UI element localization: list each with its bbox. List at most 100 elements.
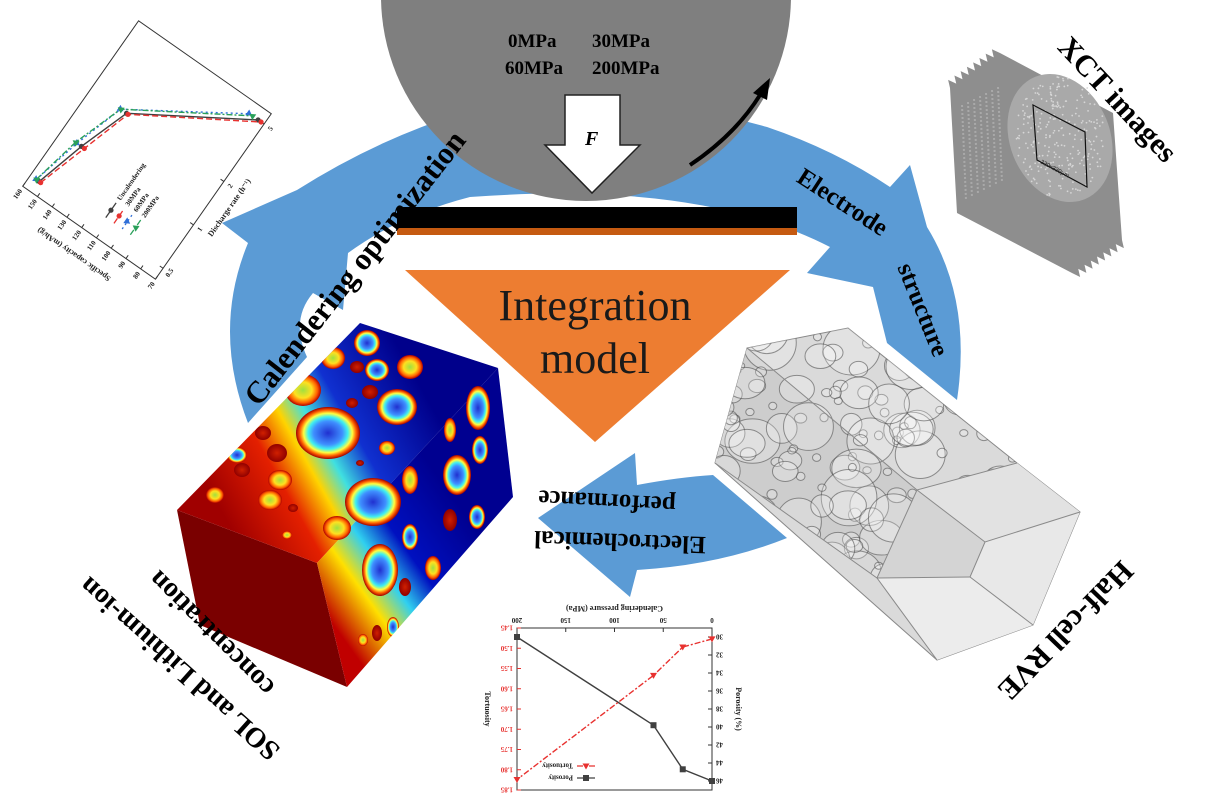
data-point	[81, 145, 87, 152]
particle	[469, 505, 485, 529]
particle	[821, 388, 833, 398]
y-tick-label: 36	[716, 687, 724, 695]
particle	[288, 504, 298, 512]
series-line-porosity	[516, 636, 713, 782]
series-line-30mpa	[40, 113, 262, 184]
particle	[847, 462, 857, 472]
pressure-label: 60MPa	[505, 58, 564, 79]
y-right-tick-label: 1.55	[500, 664, 513, 672]
particle	[880, 330, 894, 342]
particle	[868, 383, 910, 425]
y-right-tick-label: 1.45	[500, 624, 513, 632]
particle	[873, 430, 884, 441]
particle	[755, 366, 768, 378]
y-right-tick-label: 1.50	[500, 644, 513, 652]
plot-frame	[22, 20, 272, 280]
particle	[976, 425, 992, 442]
legend-marker	[108, 207, 114, 213]
particle	[848, 360, 869, 378]
series-line-uncalendering	[38, 112, 259, 183]
particle	[768, 401, 778, 411]
particle	[779, 543, 799, 559]
particle	[911, 358, 936, 381]
particle	[943, 384, 974, 416]
particle	[731, 520, 773, 562]
legend-marker	[583, 775, 589, 781]
legend-marker	[116, 213, 122, 219]
y-tick	[140, 265, 144, 270]
y-right-tick-label: 1.65	[500, 705, 513, 713]
x-tick-label: 2	[226, 182, 235, 190]
x-tick-label: 0	[710, 616, 714, 624]
particle	[955, 360, 966, 369]
series-line-200mpa	[35, 108, 253, 180]
particle	[282, 531, 292, 539]
x-tick-label: 150	[560, 616, 571, 624]
y-right-tick-label: 1.75	[500, 745, 513, 753]
legend-label: Tortuosity	[542, 762, 573, 770]
chart-background	[478, 598, 738, 804]
particle	[365, 359, 389, 381]
data-point	[125, 111, 131, 117]
legend-marker	[582, 763, 590, 770]
particle	[817, 483, 827, 492]
legend-label: Porosity	[548, 774, 573, 782]
particle	[965, 368, 980, 381]
particle	[765, 412, 798, 444]
particle	[387, 617, 399, 637]
particle	[227, 447, 247, 463]
y-right-tick-label: 1.85	[500, 786, 513, 794]
pressure-label: 200MPa	[592, 58, 660, 79]
y-right-tick-label: 1.60	[500, 684, 513, 692]
model-title: model	[540, 334, 650, 383]
x-tick-label: 200	[511, 616, 522, 624]
data-point	[514, 634, 520, 640]
particle	[356, 460, 364, 466]
particle	[728, 428, 766, 458]
data-point	[650, 672, 657, 679]
y-tick	[37, 193, 41, 197]
data-point	[33, 177, 41, 184]
particle	[862, 466, 872, 475]
particle	[715, 387, 724, 396]
particle	[258, 490, 282, 510]
particle	[771, 460, 799, 482]
data-point	[72, 140, 80, 147]
particle	[321, 347, 345, 369]
particle	[362, 544, 398, 596]
particle	[822, 343, 844, 362]
rotation-arrow-head-icon	[753, 78, 770, 100]
x-tick-label: 5	[266, 125, 275, 133]
sol-concentration-box	[177, 323, 513, 687]
particle	[783, 561, 796, 573]
y-right-tick-label: 1.70	[500, 725, 513, 733]
current-collector	[397, 228, 797, 235]
y-right-tick-label: 1.80	[500, 765, 513, 773]
data-point	[249, 113, 257, 121]
half-cell-rve	[714, 327, 1081, 661]
y-tick-label: 120	[71, 228, 84, 242]
particle	[379, 441, 395, 455]
pressure-label: 30MPa	[592, 31, 651, 52]
particle	[879, 407, 890, 418]
particle	[936, 447, 948, 459]
y-tick-label: 44	[716, 759, 724, 767]
particle	[377, 389, 417, 425]
force-arrow-icon	[543, 94, 642, 195]
particle	[819, 412, 829, 423]
particle	[255, 426, 271, 440]
particle	[748, 378, 767, 394]
particle	[444, 418, 456, 442]
particle	[801, 576, 811, 578]
particle	[1002, 328, 1017, 337]
y-right-axis-title: Tortuosity	[483, 691, 492, 726]
electrochemical-label: Electrochemical	[533, 525, 707, 558]
x-tick	[159, 265, 164, 269]
particle	[896, 428, 915, 448]
y-tick	[51, 203, 55, 208]
y-tick	[22, 182, 26, 187]
